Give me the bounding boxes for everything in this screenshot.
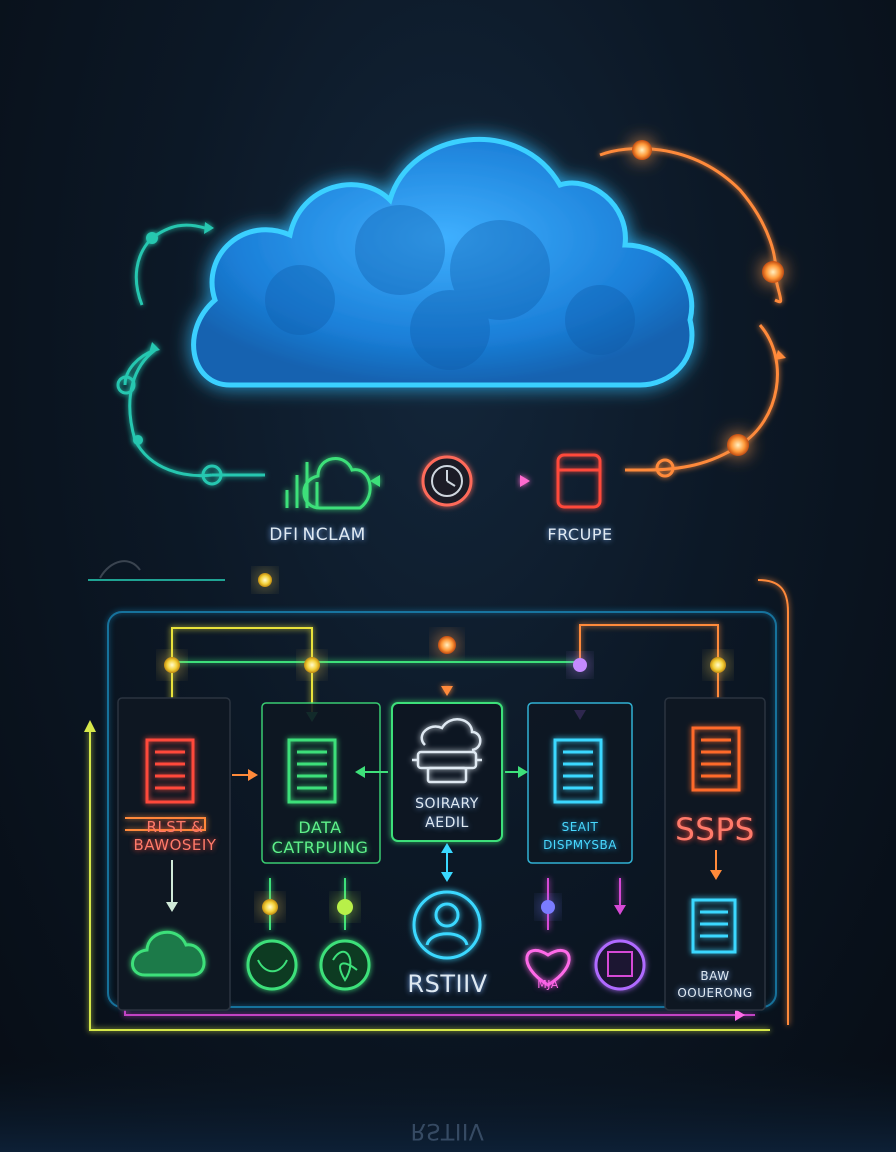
node-ball xyxy=(727,434,749,456)
chart-cloud-icon xyxy=(285,457,372,510)
cloud-icon xyxy=(191,137,695,388)
server-stack-icon xyxy=(691,726,741,792)
mask-icon xyxy=(246,939,298,991)
node-ball xyxy=(632,140,652,160)
user-icon xyxy=(412,890,482,960)
label-box2: DATA CATRPUING xyxy=(271,818,369,857)
label-left-top: DFI NCLAM xyxy=(269,525,366,545)
database-icon xyxy=(556,453,602,509)
heart-icon xyxy=(525,948,571,987)
label-box1: RLST & BAWOSEIY xyxy=(133,818,217,854)
clock-icon xyxy=(421,455,473,507)
node-ball xyxy=(762,261,784,283)
label-bottom-pink: MJA xyxy=(537,978,559,991)
column-panel-2 xyxy=(261,702,381,864)
small-cloud-icon xyxy=(131,930,206,977)
cloud-texture xyxy=(265,205,635,370)
label-right-top: FRCUPE xyxy=(547,525,613,544)
node-dot xyxy=(146,232,158,244)
spreadsheet-icon xyxy=(287,738,337,804)
server-stack-icon-bottom xyxy=(691,898,737,954)
label-box5: SSPS xyxy=(675,812,755,848)
leaf-circle-icon xyxy=(319,939,371,991)
arrow-head xyxy=(204,222,214,234)
label-box4: SEAIT DISPMYSBA xyxy=(543,820,617,852)
column-panel-3 xyxy=(391,702,503,842)
cloud-data-icon xyxy=(412,718,482,784)
label-bottom-right: BAW OOUERONG xyxy=(677,969,753,1000)
node-dot xyxy=(133,435,143,445)
floor-reflection xyxy=(0,1060,896,1152)
arrow-head xyxy=(149,342,160,353)
label-reflection: RSTIIV xyxy=(410,1118,485,1143)
robot-icon xyxy=(594,939,646,991)
label-center-bottom: RSTIIV xyxy=(407,970,488,998)
server-rack-icon xyxy=(145,738,195,804)
label-box3: SOIRARY AEDIL xyxy=(415,796,479,831)
table-icon xyxy=(553,738,603,804)
